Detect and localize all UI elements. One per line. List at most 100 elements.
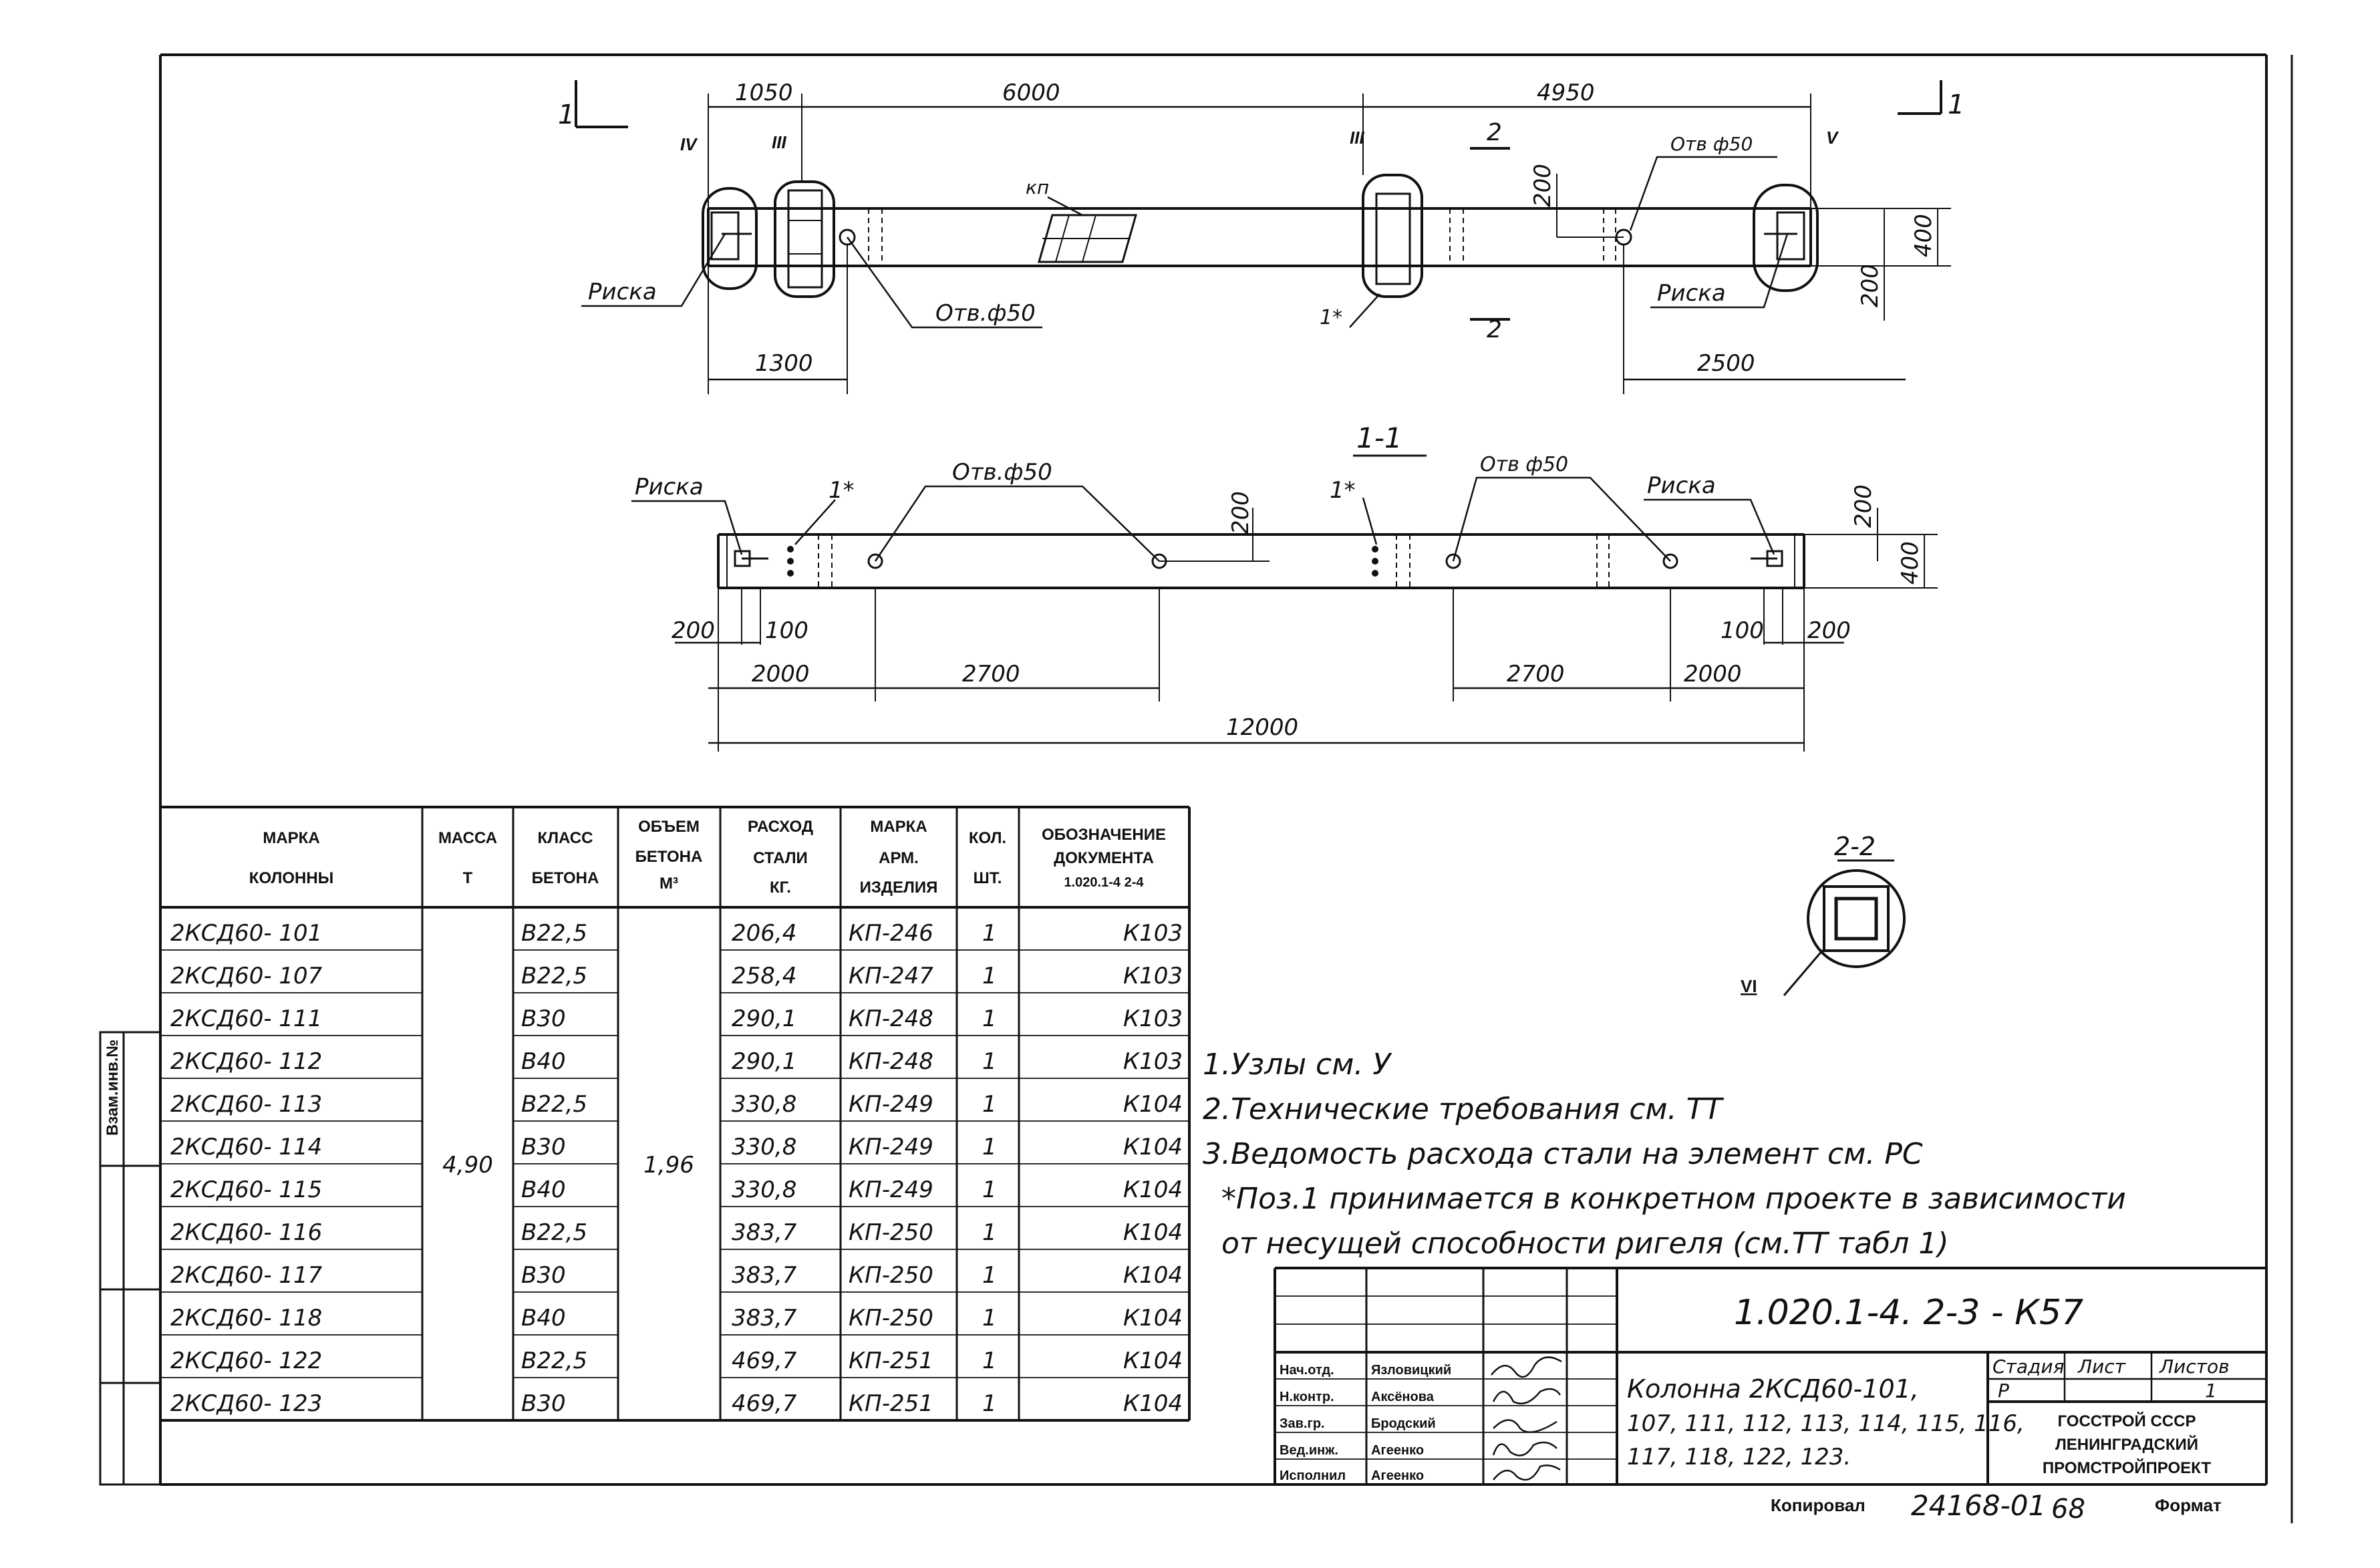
cell-class: В22,5: [521, 920, 587, 947]
cell-doc: К103: [1123, 1048, 1183, 1075]
section-2-2-title: 2-2: [1834, 832, 1876, 861]
sheet-frame: [159, 53, 2293, 1523]
cell-doc: К103: [1123, 920, 1183, 947]
spec-table-header: МАРКА КОЛОННЫ МАССА Т КЛАСС БЕТОНА ОБЪЕМ…: [249, 818, 1166, 897]
dim-11-200-r: 200: [1807, 617, 1851, 644]
cell-arm: КП-246: [849, 920, 933, 947]
hdr-mass-2: Т: [463, 869, 473, 887]
cell-class: В40: [521, 1305, 566, 1331]
node-IV: IV: [680, 134, 698, 154]
hdr-mass-1: МАССА: [438, 829, 497, 847]
cell-mark: 2КСД60- 112: [170, 1048, 322, 1075]
dim-200-bot: 200: [1857, 264, 1884, 307]
name-head: Язловицкий: [1371, 1363, 1451, 1378]
cell-doc: К104: [1123, 1262, 1183, 1289]
cell-steel: 290,1: [732, 1005, 796, 1032]
title-block-org: ГОССТРОЙ СССР ЛЕНИНГРАДСКИЙ ПРОМСТРОЙПРО…: [2043, 1412, 2211, 1477]
section-1-1: [631, 476, 1938, 752]
riska-11-left: Риска: [635, 474, 704, 500]
cut-2-top: 2: [1487, 119, 1502, 146]
section-1-1-labels: 1-1 Риска Риска 1* 1* Отв.ф50 Отв ф50 20…: [635, 422, 1924, 741]
cell-class: В30: [521, 1134, 566, 1160]
cell-arm: КП-251: [849, 1348, 933, 1374]
name-control: Аксёнова: [1371, 1390, 1435, 1404]
cell-doc: К104: [1123, 1219, 1183, 1246]
cell-steel: 469,7: [732, 1348, 797, 1374]
dim-11-200-l: 200: [672, 617, 715, 644]
stage-header: Стадия: [1992, 1356, 2064, 1378]
cell-steel: 290,1: [732, 1048, 796, 1075]
cell-doc: К104: [1123, 1091, 1183, 1118]
cell-class: В30: [521, 1262, 566, 1289]
title-block-element: Колонна 2КСД60-101, 107, 111, 112, 113, …: [1627, 1374, 2025, 1470]
cell-arm: КП-249: [849, 1091, 933, 1118]
dim-1050: 1050: [735, 80, 793, 106]
org-line-1: ГОССТРОЙ СССР: [2058, 1412, 2196, 1430]
section-1-1-dots: [787, 546, 1378, 577]
riska-label-left: Риска: [588, 279, 657, 305]
table-row: 2КСД60- 114 В30 330,8 КП-249 1 К104: [170, 1134, 1183, 1160]
spec-table-grid: [160, 806, 1191, 1422]
node-III-left: III: [772, 132, 786, 152]
hdr-vol-1: ОБЪЕМ: [638, 818, 700, 836]
plan-labels: 1050 6000 4950 1300 2500 200 400 200 Рис…: [558, 80, 1964, 377]
sheets-value: 1: [2205, 1380, 2217, 1402]
cell-mark: 2КСД60- 101: [170, 920, 322, 947]
dim-2500: 2500: [1697, 350, 1755, 377]
volume-cell: 1,96: [643, 1152, 694, 1179]
hdr-arm-2: АРМ.: [879, 849, 919, 867]
kp-label: кп: [1026, 176, 1049, 198]
archive-number: 24168-01: [1911, 1489, 2046, 1522]
dim-11-12000: 12000: [1226, 714, 1298, 741]
node-III-mid: III: [1350, 128, 1364, 148]
cell-qty: 1: [982, 1390, 997, 1417]
section-2-2: [1783, 859, 1906, 996]
hdr-doc-1: ОБОЗНАЧЕНИЕ: [1042, 826, 1166, 844]
title-block-stage: Стадия Лист Листов Р 1: [1992, 1356, 2230, 1402]
element-name-1: Колонна 2КСД60-101,: [1627, 1374, 1919, 1404]
hole-11-right: Отв ф50: [1480, 453, 1568, 476]
table-row: 2КСД60- 118 В40 383,7 КП-250 1 К104: [170, 1305, 1183, 1331]
side-stamp-label: Взам.инв.№: [104, 1040, 122, 1136]
dim-11-2000-l: 2000: [752, 661, 810, 687]
hdr-class-2: БЕТОНА: [532, 869, 599, 887]
cell-steel: 330,8: [732, 1091, 796, 1118]
title-block-grid: [1274, 1267, 2266, 1484]
cell-arm: КП-249: [849, 1177, 933, 1203]
cell-qty: 1: [982, 1091, 997, 1118]
hdr-steel-2: СТАЛИ: [753, 849, 808, 867]
footer: Копировал 24168-01 68 Формат: [1771, 1489, 2222, 1525]
hdr-qty-2: ШТ.: [974, 869, 1002, 887]
node-VI: VI: [1741, 976, 1757, 996]
hdr-class-1: КЛАСС: [538, 829, 593, 847]
note-3: 3.Ведомость расхода стали на элемент см.…: [1203, 1137, 1923, 1171]
cell-steel: 383,7: [732, 1305, 797, 1331]
side-stamp: [99, 1031, 162, 1486]
mass-cell: 4,90: [442, 1152, 493, 1179]
cell-mark: 2КСД60- 107: [170, 963, 323, 989]
dim-6000: 6000: [1002, 80, 1060, 106]
table-row: 2КСД60- 123 В30 469,7 КП-251 1 К104: [170, 1390, 1183, 1417]
hdr-vol-2: БЕТОНА: [635, 848, 703, 866]
cell-class: В30: [521, 1005, 566, 1032]
cell-arm: КП-249: [849, 1134, 933, 1160]
cell-doc: К103: [1123, 963, 1183, 989]
name-group: Бродский: [1371, 1416, 1436, 1431]
role-head: Нач.отд.: [1280, 1363, 1334, 1378]
note-4a: *Поз.1 принимается в конкретном проекте …: [1221, 1182, 2126, 1216]
cell-qty: 1: [982, 1048, 997, 1075]
cell-class: В22,5: [521, 963, 587, 989]
cell-doc: К104: [1123, 1348, 1183, 1374]
cell-class: В22,5: [521, 1219, 587, 1246]
cell-class: В40: [521, 1048, 566, 1075]
plan-view: [575, 80, 1951, 394]
cut-1-left: 1: [558, 100, 575, 130]
cell-mark: 2КСД60- 118: [170, 1305, 322, 1331]
cell-doc: К104: [1123, 1177, 1183, 1203]
name-lead: Агеенко: [1371, 1443, 1424, 1458]
format-label: Формат: [2155, 1495, 2222, 1515]
cell-arm: КП-250: [849, 1262, 933, 1289]
dim-11-100-l: 100: [765, 617, 808, 644]
note-2: 2.Технические требования см. ТТ: [1203, 1092, 1724, 1126]
pos1-11-left: 1*: [829, 477, 855, 504]
